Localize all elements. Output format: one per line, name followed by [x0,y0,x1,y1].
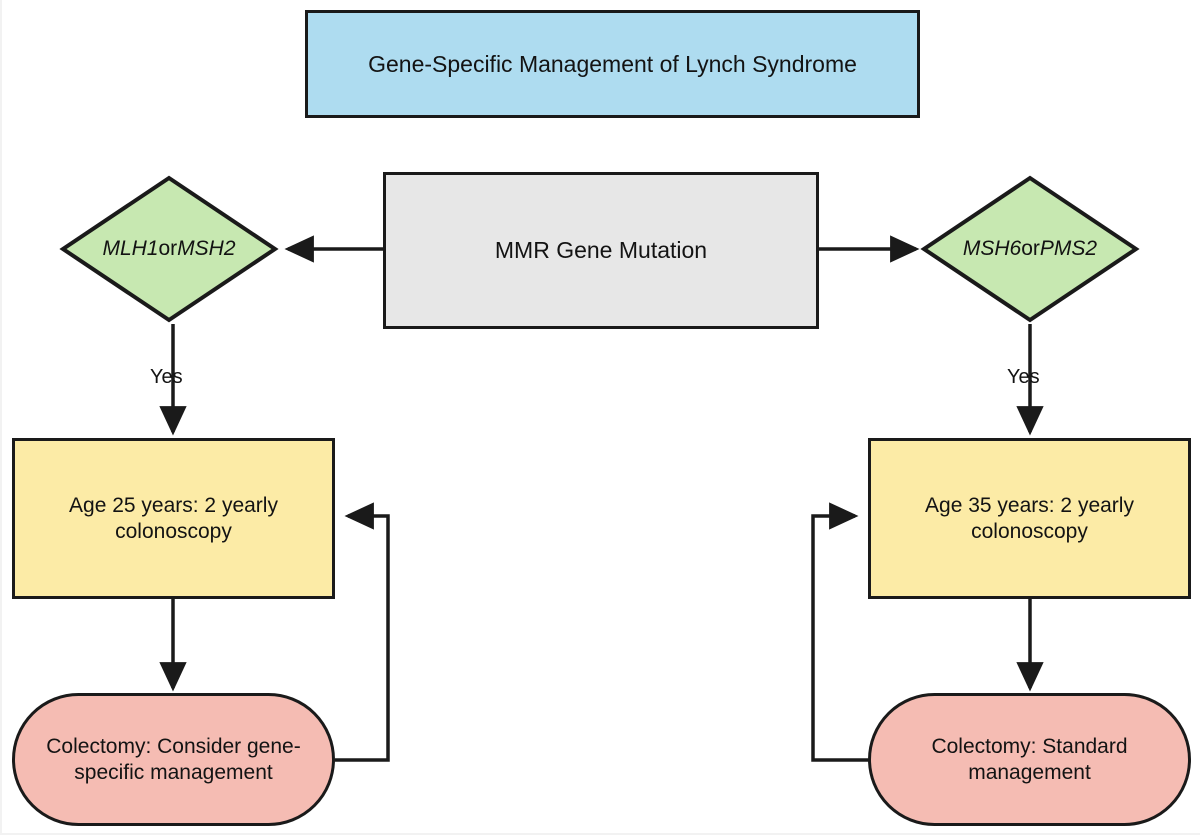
gene-name-msh2: MSH2 [177,237,236,260]
node-surveillance-age-35: Age 35 years: 2 yearly colonoscopy [868,438,1191,599]
diamond-shape-right [920,175,1140,323]
gene-name-pms2: PMS2 [1039,237,1098,260]
gene-name-msh6: MSH6 [962,237,1022,260]
node-mmr-gene-mutation-label: MMR Gene Mutation [494,237,708,264]
diamond-shape-left [59,175,279,323]
node-surveillance-age-35-label: Age 35 years: 2 yearly colonoscopy [925,493,1134,543]
edge-left-feedback-loop [335,502,390,762]
decision-right-conjunction: or [1021,237,1040,260]
decision-left-conjunction: or [158,237,178,260]
node-decision-mlh1-msh2: MLH1 or MSH2 [59,174,279,324]
node-mmr-gene-mutation: MMR Gene Mutation [383,172,819,329]
node-colectomy-standard-label: Colectomy: Standard management [931,734,1128,784]
node-surveillance-age-25: Age 25 years: 2 yearly colonoscopy [12,438,335,599]
edge-label-yes-right: Yes [1007,366,1040,388]
node-decision-msh6-pms2: MSH6 or PMS2 [920,174,1140,324]
diagram-title-box: Gene-Specific Management of Lynch Syndro… [305,10,920,118]
node-colectomy-gene-specific-label: Colectomy: Consider gene-specific manage… [46,734,301,784]
node-decision-msh6-pms2-label: MSH6 or PMS2 [920,174,1140,324]
edge-label-yes-left: Yes [150,366,183,388]
edge-right-feedback-loop [811,502,868,762]
node-colectomy-gene-specific: Colectomy: Consider gene-specific manage… [12,693,335,826]
node-surveillance-age-25-label: Age 25 years: 2 yearly colonoscopy [69,493,278,543]
gene-name-mlh1: MLH1 [102,237,159,260]
node-decision-mlh1-msh2-label: MLH1 or MSH2 [59,174,279,324]
diagram-title-label: Gene-Specific Management of Lynch Syndro… [368,50,857,77]
node-colectomy-standard: Colectomy: Standard management [868,693,1191,826]
